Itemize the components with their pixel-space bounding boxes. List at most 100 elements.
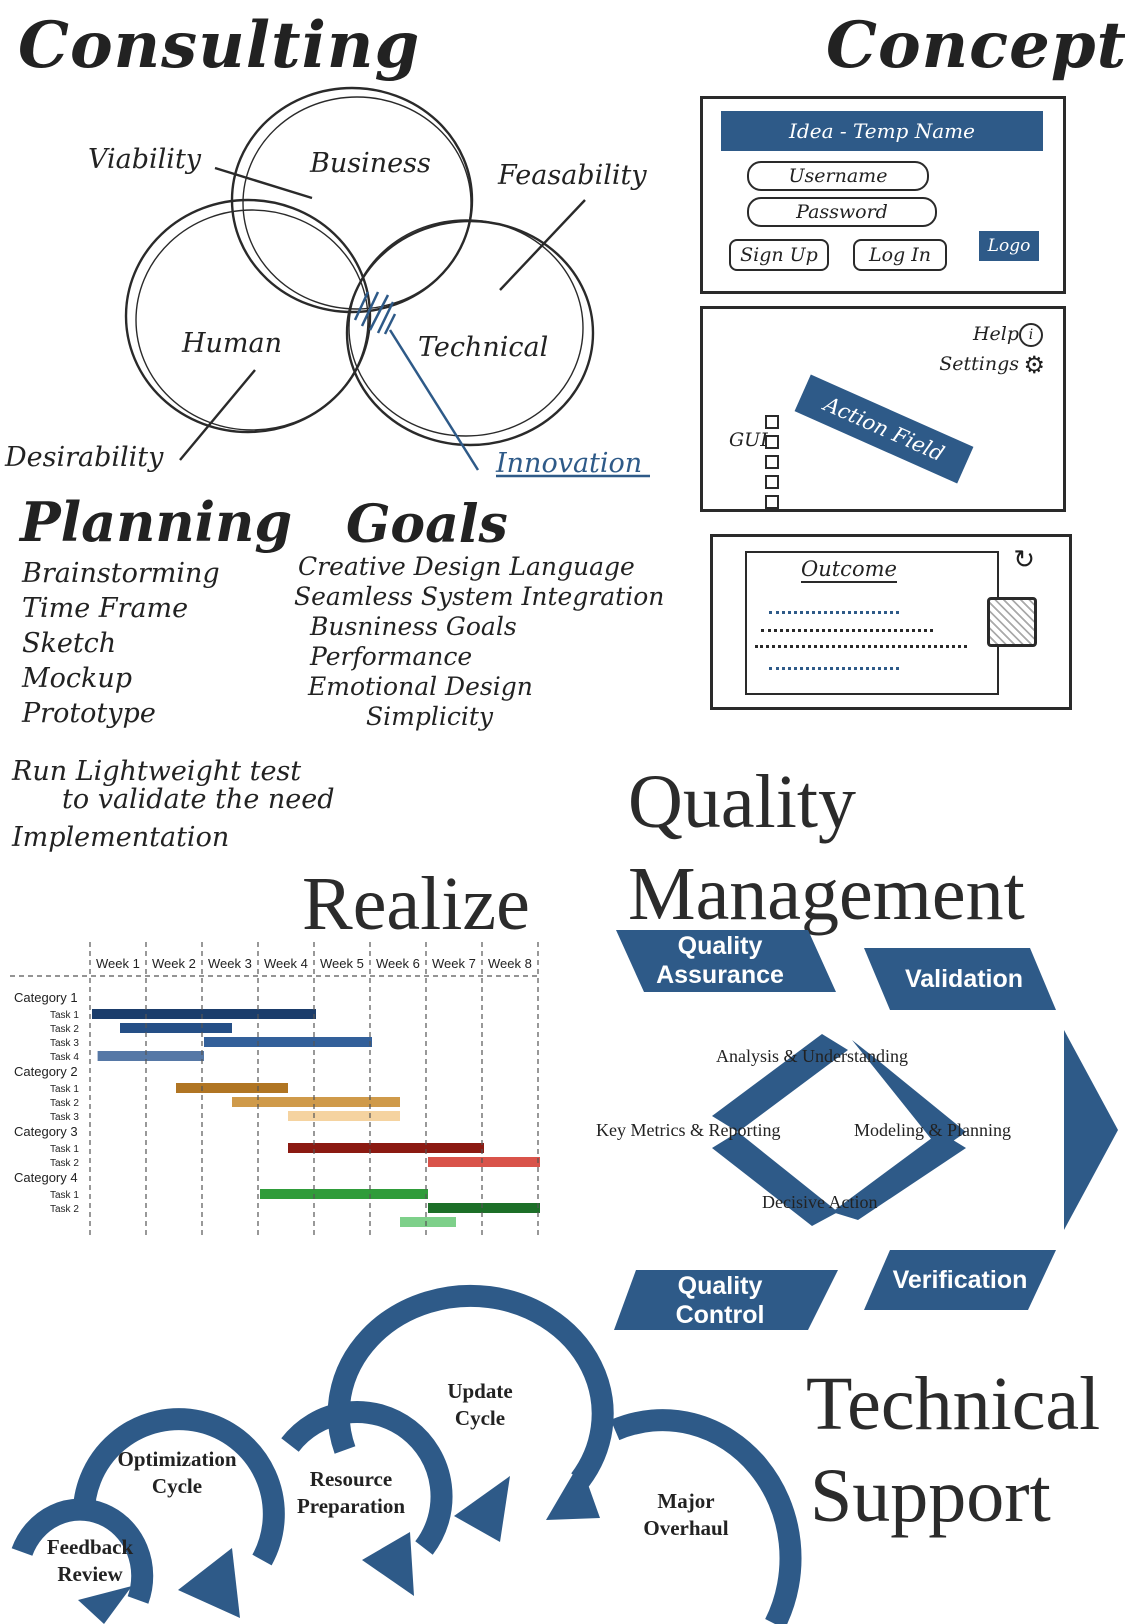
- concept-main-sketch: Help i Settings ⚙ Action Field GUI: [700, 306, 1066, 512]
- aspect-desirability: Desirability: [5, 442, 164, 473]
- gantt-bar: [288, 1111, 400, 1121]
- save-icon[interactable]: [987, 597, 1037, 647]
- venn-label-business: Business: [310, 148, 431, 179]
- gantt-week-label: Week 8: [488, 956, 532, 971]
- planning-item: to validate the need: [62, 784, 335, 815]
- verification-tag: Verification: [892, 1266, 1028, 1294]
- consulting-title: Consulting: [18, 8, 421, 83]
- logo-placeholder: Logo: [979, 231, 1039, 261]
- gantt-category-label: Category 2: [14, 1064, 78, 1079]
- resource-prep-arrowhead: [362, 1532, 414, 1596]
- planning-list: Brainstorming Time Frame Sketch Mockup P…: [22, 556, 220, 731]
- outcome-title: Outcome: [801, 557, 897, 583]
- diamond-modeling: Modeling & Planning: [854, 1120, 1011, 1140]
- venn-label-human: Human: [182, 328, 283, 359]
- planning-item: Time Frame: [22, 593, 189, 624]
- planning-item: Implementation: [12, 822, 230, 853]
- innovation-label: Innovation: [496, 448, 643, 479]
- planning-item: Prototype: [22, 698, 156, 729]
- help-link[interactable]: Help: [972, 323, 1019, 345]
- diamond-analysis: Analysis & Understanding: [716, 1046, 908, 1066]
- gantt-bar: [204, 1037, 372, 1047]
- goal-item: Creative Design Language: [298, 552, 635, 581]
- venn-circle-business: [230, 86, 474, 314]
- goals-list: Creative Design Language Seamless System…: [294, 552, 664, 732]
- outcome-panel: Outcome: [745, 551, 999, 695]
- venn-label-technical: Technical: [418, 332, 549, 363]
- gantt-week-label: Week 5: [320, 956, 364, 971]
- gantt-category-label: Category 4: [14, 1170, 78, 1185]
- gantt-task-label: Task 3: [50, 1038, 79, 1049]
- username-field[interactable]: Username: [747, 161, 929, 191]
- gantt-bar: [288, 1143, 484, 1153]
- goal-item: Simplicity: [366, 702, 493, 731]
- gantt-category-label: Category 3: [14, 1124, 78, 1139]
- refresh-icon[interactable]: ↻: [1013, 545, 1035, 575]
- log-in-button[interactable]: Log In: [853, 239, 947, 271]
- password-field[interactable]: Password: [747, 197, 937, 227]
- diamond-decisive-action: Decisive Action: [762, 1192, 878, 1212]
- gantt-week-label: Week 6: [376, 956, 420, 971]
- action-field[interactable]: Action Field: [794, 374, 974, 484]
- gantt-task-label: Task 2: [50, 1204, 79, 1215]
- gui-checkbox[interactable]: [765, 435, 779, 449]
- gantt-task-label: Task 2: [50, 1158, 79, 1169]
- goal-item: Busniness Goals: [310, 612, 517, 641]
- aspect-viability: Viability: [88, 144, 202, 175]
- gantt-task-label: Task 2: [50, 1024, 79, 1035]
- gantt-task-label: Task 1: [50, 1190, 79, 1201]
- help-icon[interactable]: i: [1019, 323, 1043, 347]
- feedback-arrowhead: [78, 1586, 132, 1624]
- gui-checkbox[interactable]: [765, 415, 779, 429]
- gui-checkbox[interactable]: [765, 455, 779, 469]
- settings-link[interactable]: Settings: [939, 353, 1019, 375]
- gantt-bar: [92, 1009, 316, 1019]
- gantt-task-label: Task 4: [50, 1052, 79, 1063]
- venn-circle-human: [124, 198, 372, 434]
- gantt-task-label: Task 3: [50, 1112, 79, 1123]
- concept-title: Concept: [826, 8, 1125, 83]
- gantt-week-label: Week 1: [96, 956, 140, 971]
- outcome-scribble: [769, 657, 899, 670]
- gantt-bar: [97, 1051, 204, 1061]
- validation-tag: Validation: [904, 965, 1024, 993]
- gantt-bar: [428, 1157, 540, 1167]
- concept-login-sketch: Idea - Temp Name Username Password Sign …: [700, 96, 1066, 294]
- gantt-week-label: Week 4: [264, 956, 308, 971]
- outcome-scribble: [761, 621, 933, 632]
- planning-title: Planning: [20, 490, 293, 554]
- diamond-key-metrics: Key Metrics & Reporting: [596, 1120, 781, 1140]
- gantt-bar: [260, 1189, 428, 1199]
- gui-checkbox[interactable]: [765, 475, 779, 489]
- aspect-feasability: Feasability: [498, 160, 647, 191]
- update-cycle-arrowhead: [454, 1476, 510, 1542]
- outcome-scribble: [769, 601, 899, 614]
- planning-item: Sketch: [22, 628, 117, 659]
- gantt-week-label: Week 7: [432, 956, 476, 971]
- gantt-task-label: Task 1: [50, 1144, 79, 1155]
- gantt-category-label: Category 1: [14, 990, 78, 1005]
- optimization-arrowhead: [178, 1548, 240, 1618]
- gantt-bar: [400, 1217, 456, 1227]
- gui-checkbox-column: [765, 415, 779, 509]
- gantt-task-label: Task 2: [50, 1098, 79, 1109]
- gear-icon[interactable]: ⚙: [1023, 351, 1045, 379]
- gantt-task-label: Task 1: [50, 1084, 79, 1095]
- planning-item: Run Lightweight test: [12, 756, 302, 787]
- gantt-bar: [120, 1023, 232, 1033]
- goal-item: Emotional Design: [308, 672, 533, 701]
- concept-outcome-sketch: Outcome ↻: [710, 534, 1072, 710]
- gantt-bar: [176, 1083, 288, 1093]
- quality-title-line2: Management: [628, 852, 1025, 936]
- gui-checkbox[interactable]: [765, 495, 779, 509]
- sign-up-button[interactable]: Sign Up: [729, 239, 829, 271]
- gantt-bar: [428, 1203, 540, 1213]
- goal-item: Performance: [310, 642, 473, 671]
